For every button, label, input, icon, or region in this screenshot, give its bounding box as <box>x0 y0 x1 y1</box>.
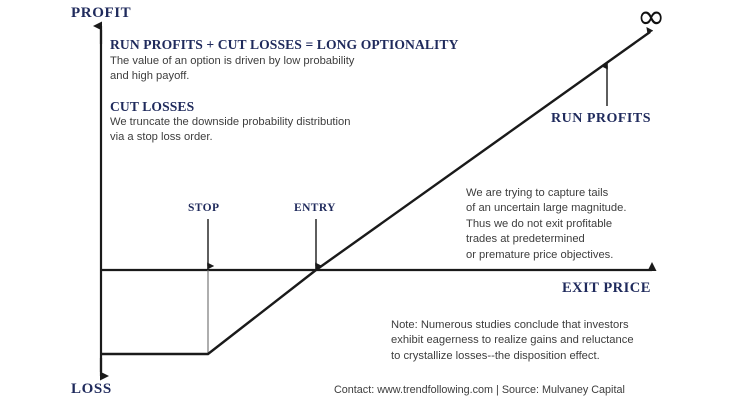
entry-marker-label: ENTRY <box>294 202 336 214</box>
disposition-effect-note: Note: Numerous studies conclude that inv… <box>391 319 634 362</box>
run-profits-callout-label: RUN PROFITS <box>551 111 652 126</box>
x-axis-label: EXIT PRICE <box>562 280 651 296</box>
y-axis-bottom-label: LOSS <box>71 381 112 397</box>
capture-tails-note: We are trying to capture tails of an unc… <box>466 187 627 261</box>
footer-contact: Contact: www.trendfollowing.com | Source… <box>334 384 625 396</box>
stop-marker-label: STOP <box>188 202 220 214</box>
headline-body: The value of an option is driven by low … <box>110 55 355 83</box>
cut-losses-body: We truncate the downside probability dis… <box>110 116 351 144</box>
headline-title: RUN PROFITS + CUT LOSSES = LONG OPTIONAL… <box>110 37 459 52</box>
cut-losses-title: CUT LOSSES <box>110 99 195 114</box>
y-axis-top-label: PROFIT <box>71 5 132 21</box>
infinity-icon: ∞ <box>637 0 666 37</box>
payoff-curve <box>101 26 654 356</box>
